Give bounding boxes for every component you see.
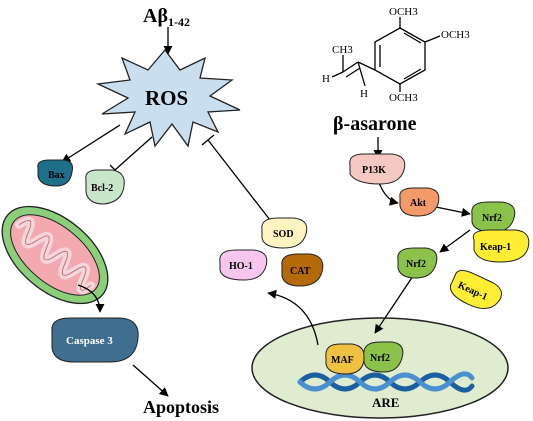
ome-top-label: OCH3 — [389, 6, 418, 18]
ome-bottom-label: OCH3 — [389, 92, 418, 104]
keap1-complex-protein — [472, 229, 530, 263]
nrf2-nucleus-protein — [363, 341, 404, 373]
sod-protein — [261, 217, 308, 249]
apoptosis-label: Apoptosis — [143, 397, 219, 417]
cat-protein — [281, 253, 324, 287]
caspase3-label: Caspase 3 — [66, 335, 113, 347]
nrf2-complex-label: Nrf2 — [482, 213, 502, 224]
abeta-label: Aβ1-42 — [143, 5, 190, 29]
h1-label: H — [322, 73, 330, 85]
ho1-protein — [219, 249, 268, 281]
maf-label: MAF — [331, 355, 354, 366]
akt-protein — [399, 187, 440, 217]
bax-protein — [37, 159, 73, 187]
ros-label: ROS — [145, 86, 188, 110]
beta-asarone-structure — [331, 17, 441, 92]
abeta-sub: 1-42 — [168, 15, 190, 29]
nrf2-nucleus-label: Nrf2 — [370, 353, 390, 364]
p13k-protein — [349, 153, 406, 185]
ome-right-label: OCH3 — [441, 29, 470, 41]
nrf2-free-protein — [397, 247, 438, 279]
ros-burst — [95, 48, 241, 148]
caspase3-protein — [51, 317, 139, 363]
keap1-free-protein: Keap-1 — [449, 269, 503, 309]
sod-label: SOD — [273, 229, 294, 240]
h2-label: H — [360, 88, 368, 100]
nrf2-free-label: Nrf2 — [406, 259, 426, 270]
bax-label: Bax — [48, 170, 65, 181]
dna-helix — [297, 371, 475, 393]
ch3-label: CH3 — [332, 44, 353, 56]
p13k-label: P13K — [362, 165, 386, 176]
abeta-base: Aβ — [143, 5, 168, 27]
bcl2-protein — [85, 169, 125, 205]
mitochondrion — [1, 205, 109, 305]
akt-label: Akt — [410, 198, 427, 209]
beta-asarone-label: β-asarone — [333, 113, 417, 135]
ho1-label: HO-1 — [229, 261, 253, 272]
keap1-complex-label: Keap-1 — [480, 242, 511, 253]
bcl2-label: Bcl-2 — [91, 183, 113, 194]
cat-label: CAT — [290, 266, 311, 277]
are-label: ARE — [372, 395, 399, 410]
